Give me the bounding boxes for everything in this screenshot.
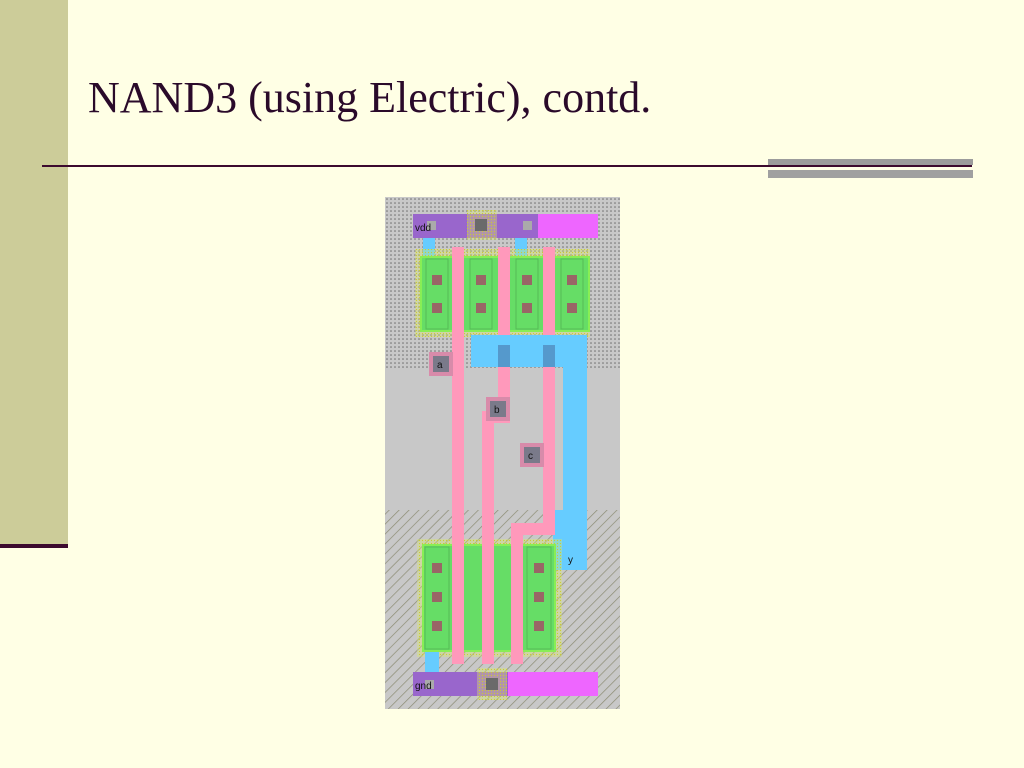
nand3-layout-diagram: vdd y a b c <box>385 197 620 709</box>
pmos-contact-4a <box>567 275 577 285</box>
pmos-sd-1 <box>425 258 449 330</box>
pmos-sd-4 <box>560 258 584 330</box>
title-divider <box>42 165 972 167</box>
pmos-contact-3a <box>522 275 532 285</box>
metal1-gnd-drop <box>425 652 439 677</box>
input-b-contact <box>490 401 506 417</box>
input-b-label: b <box>494 405 500 416</box>
vdd-contact <box>475 219 487 231</box>
y-label: y <box>568 555 573 566</box>
poly-metal-overlap-c <box>543 345 555 367</box>
nmos-contact-2b <box>534 592 544 602</box>
title-divider-accent-lower <box>768 170 973 178</box>
vdd-via-left <box>427 221 436 230</box>
poly-metal-overlap-b <box>498 345 510 367</box>
gnd-contact <box>486 678 498 690</box>
input-c-contact <box>524 447 540 463</box>
nmos-contact-1a <box>432 563 442 573</box>
vdd-via-right <box>523 221 532 230</box>
vdd-label: vdd <box>415 223 431 234</box>
pmos-contact-1a <box>432 275 442 285</box>
pmos-contact-4b <box>567 303 577 313</box>
nmos-contact-2a <box>534 563 544 573</box>
pmos-sd-2 <box>469 258 493 330</box>
pmos-contact-1b <box>432 303 442 313</box>
pmos-contact-2b <box>476 303 486 313</box>
input-c-label: c <box>528 451 533 462</box>
nmos-contact-1b <box>432 592 442 602</box>
title-divider-accent <box>768 159 973 165</box>
nmos-contact-1c <box>432 621 442 631</box>
poly-gate-a-nmos <box>452 539 464 664</box>
pmos-contact-3b <box>522 303 532 313</box>
poly-gate-b-nmos <box>482 539 494 664</box>
pmos-sd-3 <box>515 258 539 330</box>
slide-title: NAND3 (using Electric), contd. <box>88 73 652 122</box>
metal1-output-bus <box>471 335 587 367</box>
left-sidebar-bar <box>0 0 68 544</box>
left-sidebar-foot <box>0 544 68 548</box>
input-a-label: a <box>437 360 443 371</box>
gnd-via <box>425 680 434 689</box>
input-a-contact <box>433 356 449 372</box>
nmos-contact-2c <box>534 621 544 631</box>
gnd-label: gnd <box>415 681 432 692</box>
layout-svg: vdd y a b c <box>385 197 620 709</box>
pmos-contact-2a <box>476 275 486 285</box>
poly-gate-c-nmos <box>511 539 523 664</box>
poly-gate-a-pmos <box>452 247 464 382</box>
